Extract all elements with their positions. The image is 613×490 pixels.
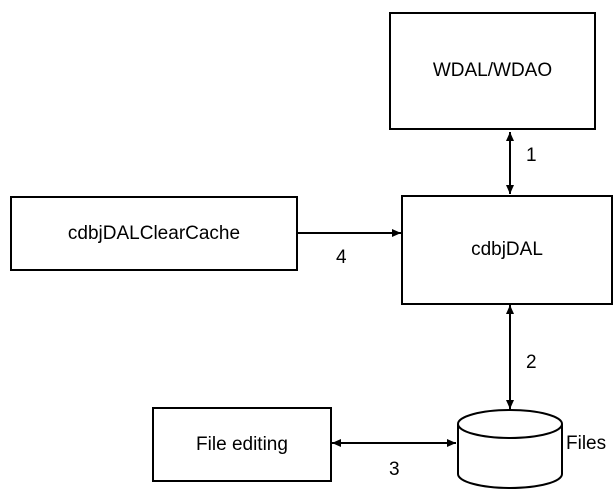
node-file-editing: File editing [152, 407, 332, 482]
files-label: Files [566, 433, 607, 454]
node-file-editing-label: File editing [196, 433, 288, 455]
edge-1-label: 1 [526, 145, 537, 166]
edge-4-label: 4 [336, 247, 347, 268]
node-wdal-wdao-label: WDAL/WDAO [432, 60, 553, 81]
edge-3-label: 3 [389, 459, 400, 480]
node-cdbjdal-label: cdbjDAL [471, 239, 543, 260]
node-cdbjdal-clear-cache: cdbjDALClearCache [10, 196, 298, 271]
files-cylinder-icon [457, 409, 563, 489]
edge-2-label: 2 [526, 352, 537, 373]
node-wdal-wdao: WDAL/WDAO [389, 12, 596, 130]
node-cdbjdal: cdbjDAL [401, 195, 613, 305]
node-cdbjdal-clear-cache-label: cdbjDALClearCache [67, 222, 241, 244]
